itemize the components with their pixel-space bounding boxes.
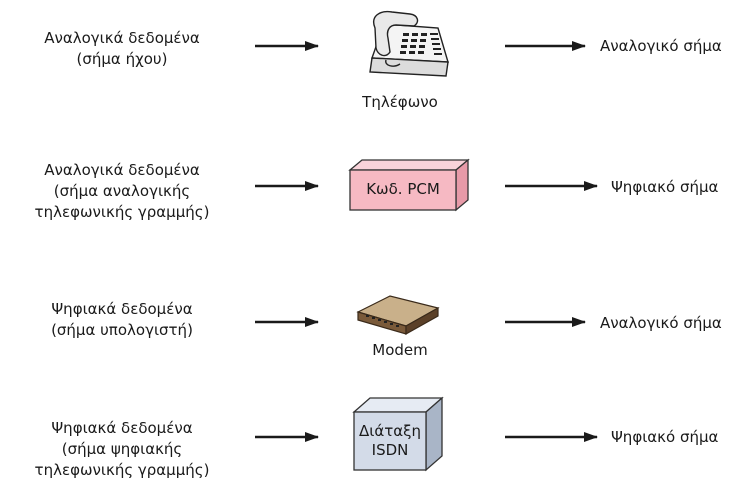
input-label-line: Ψηφιακά δεδομένα (51, 419, 193, 437)
output-label-digital-signal: Ψηφιακό σήμα (611, 178, 719, 196)
isdn-label-line: ISDN (371, 441, 409, 459)
input-label-digital-line: Ψηφιακά δεδομένα (σήμα ψηφιακής τηλεφωνι… (2, 418, 242, 481)
input-label-computer: Ψηφιακά δεδομένα (σήμα υπολογιστή) (2, 299, 242, 341)
pcm-codec-box (348, 158, 470, 212)
output-label-digital-signal: Ψηφιακό σήμα (611, 428, 719, 446)
input-label-line: Αναλογικά δεδομένα (44, 29, 200, 47)
input-label-line: (σήμα αναλογικής (53, 182, 191, 200)
input-label-line: (σήμα υπολογιστή) (51, 321, 193, 339)
modem-icon (356, 295, 440, 336)
output-label-analog-signal: Αναλογικό σήμα (600, 37, 722, 55)
input-label-analog-voice: Αναλογικά δεδομένα (σήμα ήχου) (2, 28, 242, 70)
pcm-codec-label: Κωδ. PCM (366, 180, 440, 198)
input-label-line: Αναλογικά δεδομένα (44, 161, 200, 179)
telephone-label: Τηλέφωνο (362, 93, 438, 111)
input-label-line: (σήμα ήχου) (76, 50, 168, 68)
modem-label: Modem (372, 341, 428, 359)
isdn-device-label: Διάταξη ISDN (354, 422, 426, 460)
input-label-line: Ψηφιακά δεδομένα (51, 300, 193, 318)
isdn-label-line: Διάταξη (358, 422, 421, 440)
input-label-line: τηλεφωνικής γραμμής) (34, 203, 210, 221)
input-label-analog-line: Αναλογικά δεδομένα (σήμα αναλογικής τηλε… (2, 160, 242, 223)
input-label-line: τηλεφωνικής γραμμής) (34, 461, 210, 479)
output-label-analog-signal: Αναλογικό σήμα (600, 314, 722, 332)
arrow (255, 41, 598, 442)
telephone-icon (369, 10, 449, 77)
input-label-line: (σήμα ψηφιακής (61, 440, 183, 458)
isdn-device-box (352, 396, 444, 472)
